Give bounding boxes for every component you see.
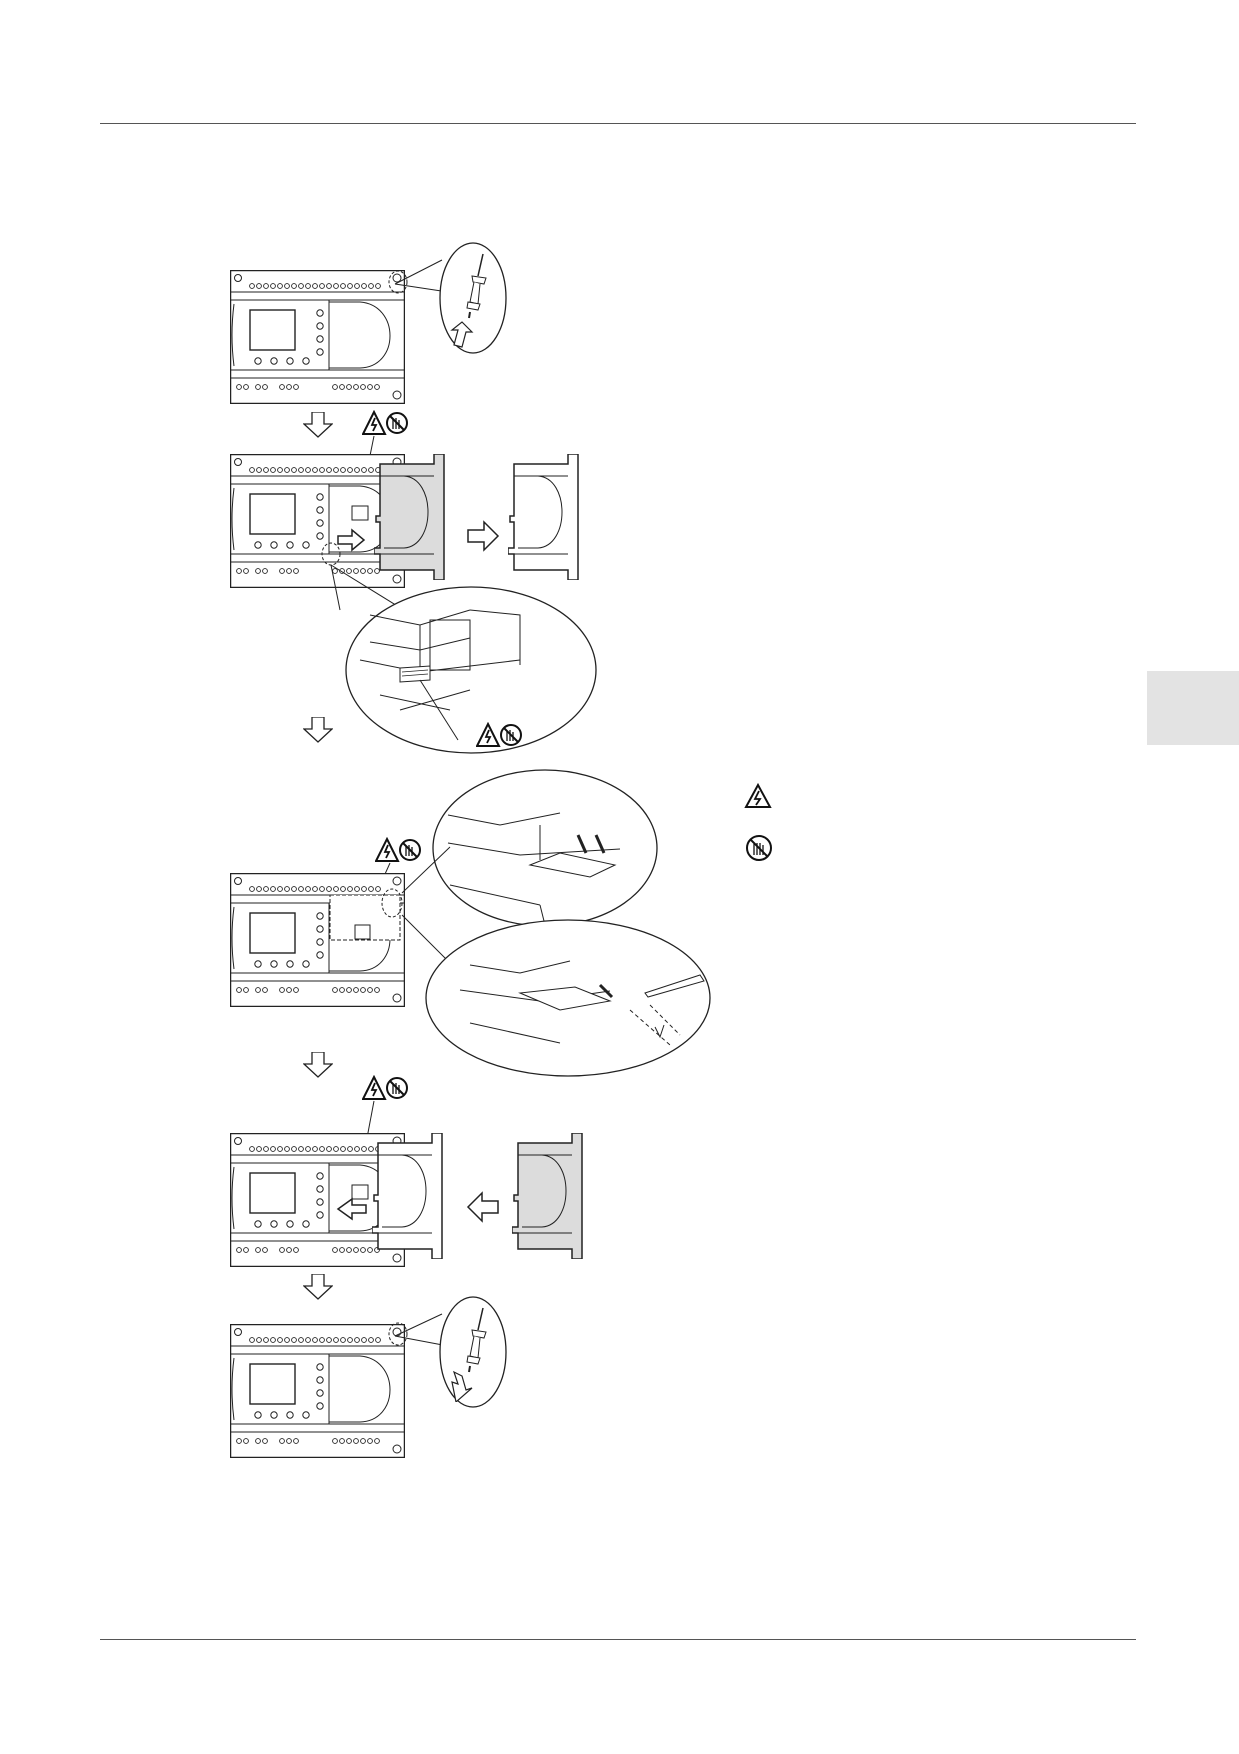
step-arrow-icon [303,1274,333,1300]
step-1-figure [230,242,507,438]
step-2-figure [230,411,597,754]
do-not-touch-icon [746,835,772,861]
footer-rule [100,1639,1136,1640]
hazard-icon [362,1076,408,1100]
hazard-icon [362,411,408,435]
step-arrow-icon [303,1052,333,1078]
step-arrow-icon [303,717,333,743]
step-4-figure [230,1076,583,1267]
chapter-tab [1147,671,1239,745]
hazard-icon [375,838,421,862]
electric-hazard-icon [744,782,772,808]
header-rule [100,123,1136,124]
step-3-figure [230,769,711,1078]
step-5-figure [230,1274,507,1458]
